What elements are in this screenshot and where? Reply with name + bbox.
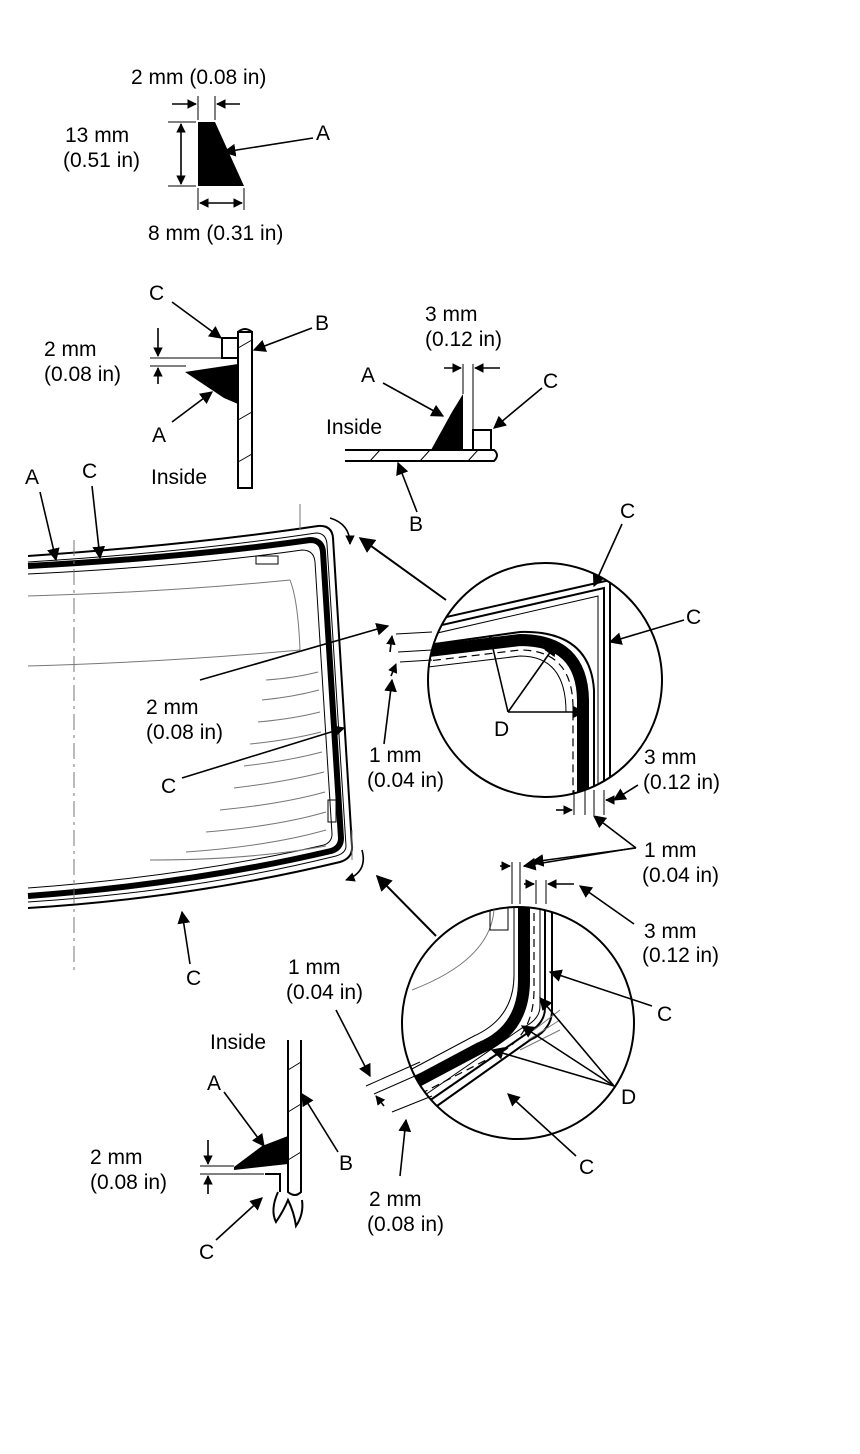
callout-d: D — [621, 1086, 636, 1109]
dim-mm-label: 3 mm — [644, 920, 697, 943]
callout-c: C — [657, 1003, 672, 1026]
bead-upper-right — [431, 394, 463, 450]
section-lower-left: 2 mm (0.08 in) Inside A B C — [90, 1031, 353, 1264]
dim-mm-label: 2 mm — [369, 1188, 422, 1211]
dim-in-label: (0.08 in) — [90, 1171, 167, 1194]
dim-mm-label: 1 mm — [288, 956, 341, 979]
bead-lower-left — [234, 1136, 288, 1170]
section-upper-left: 2 mm (0.08 in) C B A Inside — [44, 282, 329, 489]
dim-mm-label: 2 mm — [44, 338, 97, 361]
dim-in-label: (0.12 in) — [642, 944, 719, 967]
section-upper-right: 3 mm (0.12 in) A C B Inside — [326, 303, 558, 536]
callout-c: C — [579, 1156, 594, 1179]
dim-in-label: (0.04 in) — [286, 981, 363, 1004]
callout-c: C — [543, 370, 558, 393]
callout-a: A — [361, 364, 375, 387]
bead-width-top-label: 2 mm (0.08 in) — [131, 66, 266, 89]
callout-a: A — [207, 1072, 221, 1095]
dim-in-label: (0.04 in) — [367, 769, 444, 792]
callout-d: D — [494, 718, 509, 741]
dim-mm-label: 2 mm — [90, 1146, 143, 1169]
callout-c: C — [161, 775, 176, 798]
dim-mm-label: 3 mm — [425, 303, 478, 326]
callout-b: B — [315, 312, 329, 335]
bead-height-mm-label: 13 mm — [65, 124, 129, 147]
callout-c: C — [620, 500, 635, 523]
callout-c: C — [82, 460, 97, 483]
dim-in-label: (0.08 in) — [44, 363, 121, 386]
dim-mm-label: 1 mm — [644, 839, 697, 862]
bead-cross-section — [198, 122, 244, 186]
callout-b: B — [409, 513, 423, 536]
windshield-glass-view: A C 2 mm (0.08 in) C C — [25, 460, 390, 990]
callout-c: C — [149, 282, 164, 305]
dim-mm-label: 3 mm — [644, 746, 697, 769]
inside-label: Inside — [326, 416, 382, 439]
defroster-lines — [149, 671, 327, 861]
dim-in-label: (0.08 in) — [146, 721, 223, 744]
callout-a: A — [25, 466, 39, 489]
dim-in-label: (0.04 in) — [642, 864, 719, 887]
callout-a: A — [152, 424, 166, 447]
dim-in-label: (0.12 in) — [643, 771, 720, 794]
callout-c: C — [199, 1241, 214, 1264]
dim-in-label: (0.08 in) — [367, 1213, 444, 1236]
bead-height-in-label: (0.51 in) — [63, 149, 140, 172]
dim-mm-label: 2 mm — [146, 696, 199, 719]
bead-profile-detail: 2 mm (0.08 in) 13 mm (0.51 in) 8 mm (0.3… — [63, 66, 330, 245]
callout-a: A — [316, 122, 330, 145]
callout-c: C — [686, 606, 701, 629]
callout-c: C — [186, 967, 201, 990]
magnified-corner-lower: 3 mm (0.12 in) 1 mm (0.04 in) 2 mm (0.08… — [286, 847, 719, 1236]
dim-mm-label: 1 mm — [369, 744, 422, 767]
bead-upper-left — [185, 364, 238, 404]
adhesive-bead-main — [27, 536, 345, 899]
inside-label: Inside — [210, 1031, 266, 1054]
callout-b: B — [339, 1152, 353, 1175]
bead-width-bottom-label: 8 mm (0.31 in) — [148, 222, 283, 245]
dim-in-label: (0.12 in) — [425, 328, 502, 351]
inside-label: Inside — [151, 466, 207, 489]
magnified-corner-upper: 1 mm (0.04 in) 3 mm (0.12 in) 1 mm (0.04… — [367, 500, 720, 887]
